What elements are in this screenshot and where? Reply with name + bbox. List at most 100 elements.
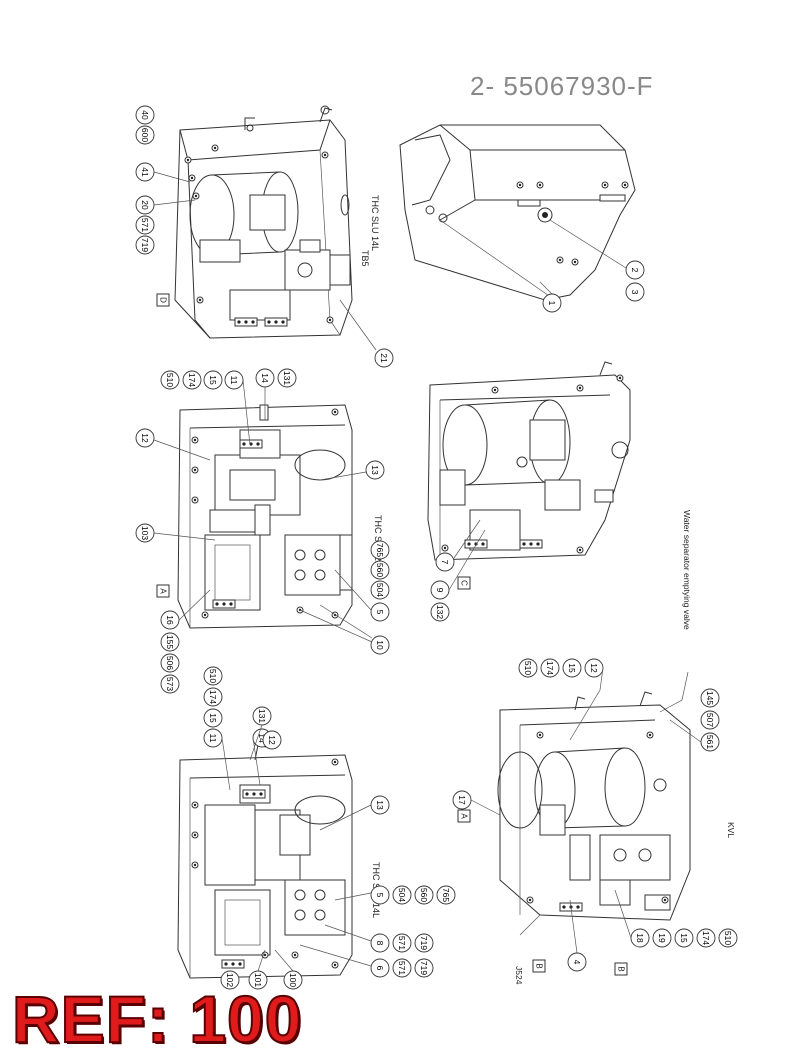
- view-c-label: C: [460, 580, 469, 586]
- view-d-label-box: D: [156, 293, 170, 307]
- callout: 510: [208, 669, 218, 683]
- callout: 101: [253, 973, 263, 987]
- cover-assembly: [399, 124, 636, 301]
- view-d-label: D: [159, 297, 168, 303]
- callout: 600: [140, 128, 150, 142]
- callout: 12: [589, 663, 599, 673]
- callout: 7: [440, 560, 450, 565]
- callout: 560: [375, 563, 385, 577]
- callout: 5: [375, 610, 385, 615]
- callout: 41: [140, 167, 150, 177]
- callout: 510: [523, 661, 533, 675]
- view-b-label: B: [535, 963, 544, 968]
- callout: 131: [282, 371, 292, 385]
- view-c-assembly: [427, 361, 631, 561]
- callout: 100: [288, 973, 298, 987]
- callout: 174: [187, 373, 197, 387]
- callout: 6: [375, 966, 385, 971]
- leaders-view-b: [470, 667, 702, 954]
- view-b-label-box: B: [532, 959, 546, 973]
- callouts-view-d: 40 600 41 20 571 719 21: [135, 105, 394, 368]
- view-b-side-label: A: [460, 813, 469, 819]
- view-a-top-label: A: [159, 588, 168, 594]
- callout: 765: [375, 543, 385, 557]
- view-b-label-2: B: [617, 966, 626, 971]
- callout: 560: [419, 888, 429, 902]
- callout: 102: [225, 973, 235, 987]
- part-id-j524: J524: [514, 966, 524, 985]
- callout: 14: [257, 733, 267, 743]
- callout: 9: [435, 588, 445, 593]
- callout: 15: [208, 713, 218, 723]
- callout: 15: [208, 375, 218, 385]
- view-a-bottom-assembly: [177, 744, 353, 979]
- callout: 145: [705, 691, 715, 705]
- callout: 504: [397, 888, 407, 902]
- callout: 571: [140, 218, 150, 232]
- callout: 510: [723, 931, 733, 945]
- callout: 13: [370, 465, 380, 475]
- view-b-assembly: [497, 691, 691, 921]
- callout: 132: [435, 605, 445, 619]
- callout: 15: [679, 933, 689, 943]
- callout: 561: [705, 735, 715, 749]
- callout: 11: [208, 734, 218, 743]
- callouts-view-a-bottom: 11 15 174 510 14 131 12 13 5 504 560 765…: [203, 666, 456, 990]
- callout: 2: [630, 268, 640, 273]
- view-b-label-box-a: A: [457, 809, 471, 823]
- water-separator-note: Water separator emptying valve: [682, 510, 692, 630]
- callout: 12: [140, 433, 150, 443]
- callout: 40: [140, 110, 150, 120]
- callout: 155: [165, 635, 175, 649]
- callout: 174: [545, 661, 555, 675]
- callout: 4: [572, 960, 582, 965]
- callout: 719: [140, 238, 150, 252]
- callouts-view-c: 7 9 132: [430, 552, 455, 622]
- callout: 573: [165, 677, 175, 691]
- callout: 571: [397, 936, 407, 950]
- callout: 21: [379, 353, 389, 363]
- callout: 8: [375, 941, 385, 946]
- view-c-label-box: C: [457, 576, 471, 590]
- view-d-model: THC SLU 14L: [370, 195, 380, 251]
- leaders-view-d: [153, 171, 377, 351]
- callout: 3: [630, 290, 640, 295]
- callout: 174: [701, 931, 711, 945]
- callout: 13: [375, 800, 385, 810]
- view-d-assembly: [174, 105, 353, 339]
- callout: 5: [375, 893, 385, 898]
- callout: 14: [260, 373, 270, 383]
- callout: 174: [208, 690, 218, 704]
- callouts-cover: 1 2 3: [542, 260, 645, 313]
- callouts-view-a-top: 510 174 15 11 14 131 12 13 103 16 155 50…: [135, 368, 390, 694]
- callout: 1: [547, 301, 557, 306]
- leaders-view-a-bottom: [221, 724, 372, 972]
- callout: 719: [419, 936, 429, 950]
- view-d-sub: TB5: [360, 250, 370, 267]
- callout: 507: [705, 713, 715, 727]
- callout: 10: [375, 640, 385, 650]
- callout: 765: [441, 888, 451, 902]
- leader-j524: [519, 914, 541, 936]
- ref-banner: REF: 100: [11, 982, 303, 1056]
- callout: 571: [397, 961, 407, 975]
- callout: 17: [457, 795, 467, 805]
- callouts-view-b: 510 174 15 12 17 561 507 145 4 18 19 15 …: [452, 658, 738, 972]
- callout: 18: [635, 933, 645, 943]
- leaders-view-a-top: [153, 379, 373, 643]
- callout: 510: [165, 373, 175, 387]
- leaders-view-c: [448, 519, 486, 591]
- callout: 16: [165, 615, 175, 625]
- leaders-cover: [539, 219, 627, 295]
- note-leader: [659, 671, 689, 713]
- callout: 15: [567, 663, 577, 673]
- callout: 12: [267, 735, 277, 745]
- drawing-number: 2- 55067930-F: [470, 71, 654, 101]
- callout: 719: [419, 961, 429, 975]
- view-b-label-box-2: B: [614, 962, 628, 976]
- callout: 131: [257, 709, 267, 723]
- callout: 11: [229, 376, 239, 385]
- callout: 103: [140, 526, 150, 540]
- callout: 20: [140, 200, 150, 210]
